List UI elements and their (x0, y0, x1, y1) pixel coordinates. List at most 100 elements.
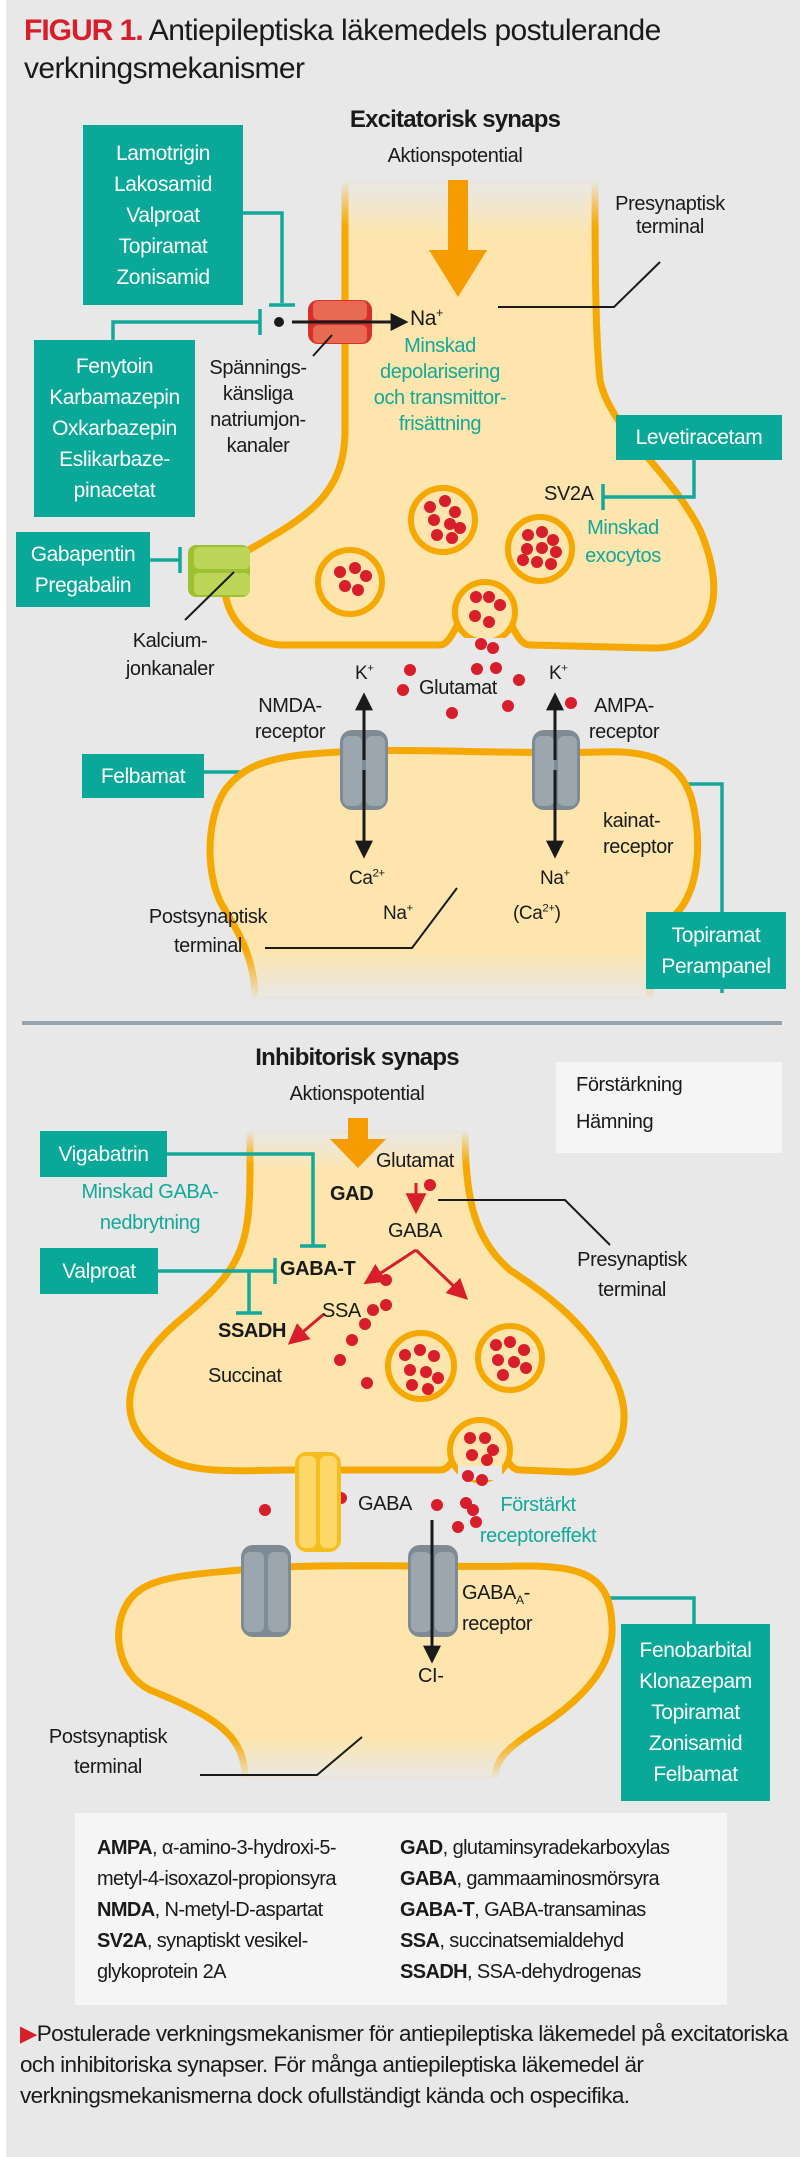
drug-box-calcium: Gabapentin Pregabalin (16, 532, 150, 607)
gaba-t-label: GABA-T (280, 1258, 356, 1280)
neurotransmitter-dot (431, 1499, 443, 1511)
calcium-channel (188, 545, 250, 597)
effect-gaba-breakdown: Minskad GABA- nedbrytning (81, 1181, 219, 1234)
presynaptic-pointer (498, 261, 661, 308)
neurotransmitter-dot (494, 599, 506, 611)
metabolic-arrows (287, 1183, 469, 1345)
neurotransmitter-dot (420, 1366, 432, 1378)
neurotransmitter-dot (466, 1449, 478, 1461)
neurotransmitter-dot (487, 642, 499, 654)
figure-caption: ▶Postulerade verkningsmekanismer för ant… (20, 2018, 790, 2111)
caption-marker-icon: ▶ (20, 2021, 37, 2046)
glutamate-inhibitory-label: Glutamat (376, 1150, 454, 1172)
neurotransmitter-dot (464, 1432, 476, 1444)
neurotransmitter-dot (487, 1444, 499, 1456)
abbreviation-item: metyl-4-isoxazol-propionsyra (97, 1868, 336, 1890)
action-potential-arrow-excitatory (429, 180, 487, 297)
neurotransmitter-dot (522, 529, 534, 541)
neurotransmitter-dot (367, 1304, 379, 1316)
inhibitory-heading: Inhibitorisk synaps (255, 1044, 459, 1071)
neurotransmitter-dot (521, 543, 533, 555)
neurotransmitter-dot (361, 1377, 373, 1389)
presynaptic-pointer-inhibitory (438, 1199, 611, 1246)
abbreviation-item: NMDA, N-metyl-D-aspartat (97, 1899, 323, 1921)
neurotransmitter-dots-excitatory (334, 495, 577, 719)
effect-receptor: Förstärkt receptoreffekt (479, 1494, 597, 1547)
gad-label: GAD (330, 1183, 374, 1205)
neurotransmitter-dot (352, 584, 364, 596)
blocked-dot (274, 317, 284, 327)
neurotransmitter-dot (431, 529, 443, 541)
drug-box-nmda: Felbamat (82, 754, 204, 798)
neurotransmitter-dot (475, 638, 487, 650)
neurotransmitter-dot (414, 1344, 426, 1356)
na-ion-nmda: Na+ (383, 902, 413, 924)
neurotransmitter-dot (502, 700, 514, 712)
neurotransmitter-dot (531, 556, 543, 568)
neurotransmitter-dot (481, 1454, 493, 1466)
inhibitory-action-potential: Aktionspotential (289, 1083, 425, 1105)
presynaptic-label: Presynaptisk terminal (615, 193, 725, 239)
excitatory-heading: Excitatorisk synaps (349, 106, 561, 133)
ssa-label: SSA (322, 1300, 361, 1322)
caption-text: Postulerade verkningsmekanismer för anti… (20, 2021, 788, 2108)
drug-box-sodium-b: Fenytoin Karbamazepin Oxkarbazepin Eslik… (34, 340, 195, 517)
neurotransmitter-dot (504, 1336, 516, 1348)
neurotransmitter-dot (550, 546, 562, 558)
nmda-label: NMDA- receptor (254, 695, 326, 743)
calcium-channel-pointer (184, 571, 235, 621)
neurotransmitter-dot (479, 1432, 491, 1444)
figure-title: FIGUR 1. Antiepileptiska läkemedels post… (24, 12, 800, 88)
neurotransmitter-dot (518, 1344, 530, 1356)
inhibitory-postsynaptic-terminal (115, 1562, 616, 1784)
drug-box-valproat: Valproat (40, 1248, 158, 1294)
neurotransmitter-dot (428, 1350, 440, 1362)
abbreviations-left: AMPA, α-amino-3-hydroxi-5- metyl-4-isoxa… (97, 1833, 337, 1988)
neurotransmitter-dot (476, 1474, 488, 1486)
neurotransmitter-dot (508, 1356, 520, 1368)
neurotransmitter-dot (428, 514, 440, 526)
neurotransmitter-dot (490, 1339, 502, 1351)
effect-depolarization: Minskad depolarisering och transmittor- … (373, 335, 507, 435)
abbreviations-right: GAD, glutaminsyradekarboxylas GABA, gamm… (400, 1833, 670, 1988)
abbreviation-item: GABA-T, GABA-transaminas (400, 1899, 646, 1921)
neurotransmitter-dot (446, 532, 458, 544)
chloride-label: CI- (418, 1665, 444, 1687)
ssadh-label: SSADH (218, 1320, 287, 1342)
gaba-cleft-label: GABA (358, 1493, 412, 1515)
neurotransmitter-dot (520, 1362, 532, 1374)
neurotransmitter-dot (536, 542, 548, 554)
gaba-label: GABA (388, 1220, 442, 1242)
action-potential-arrow-inhibitory (330, 1118, 386, 1168)
postsynaptic-pointer-inhibitory (200, 1736, 363, 1776)
ca-ion-nmda: Ca2+ (349, 867, 385, 889)
k-ion-ampa: K+ (549, 662, 568, 684)
neurotransmitter-dot (452, 1521, 464, 1533)
neurotransmitter-dot (469, 610, 481, 622)
sv2a-label: SV2A (544, 483, 594, 505)
neurotransmitter-dot (259, 1504, 271, 1516)
excitatory-postsynaptic-terminal (206, 746, 702, 1004)
presynaptic-label-inhibitory: Presynaptisk terminal (577, 1249, 687, 1301)
calcium-channel-label: Kalcium- jonkanaler (125, 630, 215, 680)
ampa-label: AMPA- receptor (588, 695, 660, 743)
neurotransmitter-dot (513, 674, 525, 686)
postsynaptic-label-inhibitory: Postsynaptisk terminal (48, 1726, 168, 1778)
drug-box-gaba-a: Fenobarbital Klonazepam Topiramat Zonisa… (621, 1624, 770, 1801)
abbreviation-item: glykoprotein 2A (97, 1961, 226, 1983)
neurotransmitter-dot (517, 554, 529, 566)
abbreviation-item: AMPA, α-amino-3-hydroxi-5- (97, 1837, 337, 1859)
abbreviation-item: SV2A, synaptiskt vesikel- (97, 1930, 308, 1952)
neurotransmitter-dot (449, 506, 461, 518)
excitatory-action-potential: Aktionspotential (387, 145, 523, 167)
na-ion-ampa: Na+ (540, 867, 570, 889)
legend-item-inhibition: Hämning (576, 1111, 654, 1133)
gaba-receptor-left (241, 1545, 291, 1637)
abbreviation-item: GABA, gammaaminosmörsyra (400, 1868, 660, 1890)
neurotransmitter-dot (490, 662, 502, 674)
drug-box-sodium-a: Lamotrigin Lakosamid Valproat Topiramat … (83, 125, 243, 305)
figure-label: FIGUR 1. (24, 14, 144, 47)
succinate-label: Succinat (208, 1365, 282, 1387)
k-ion-nmda: K+ (355, 662, 374, 684)
